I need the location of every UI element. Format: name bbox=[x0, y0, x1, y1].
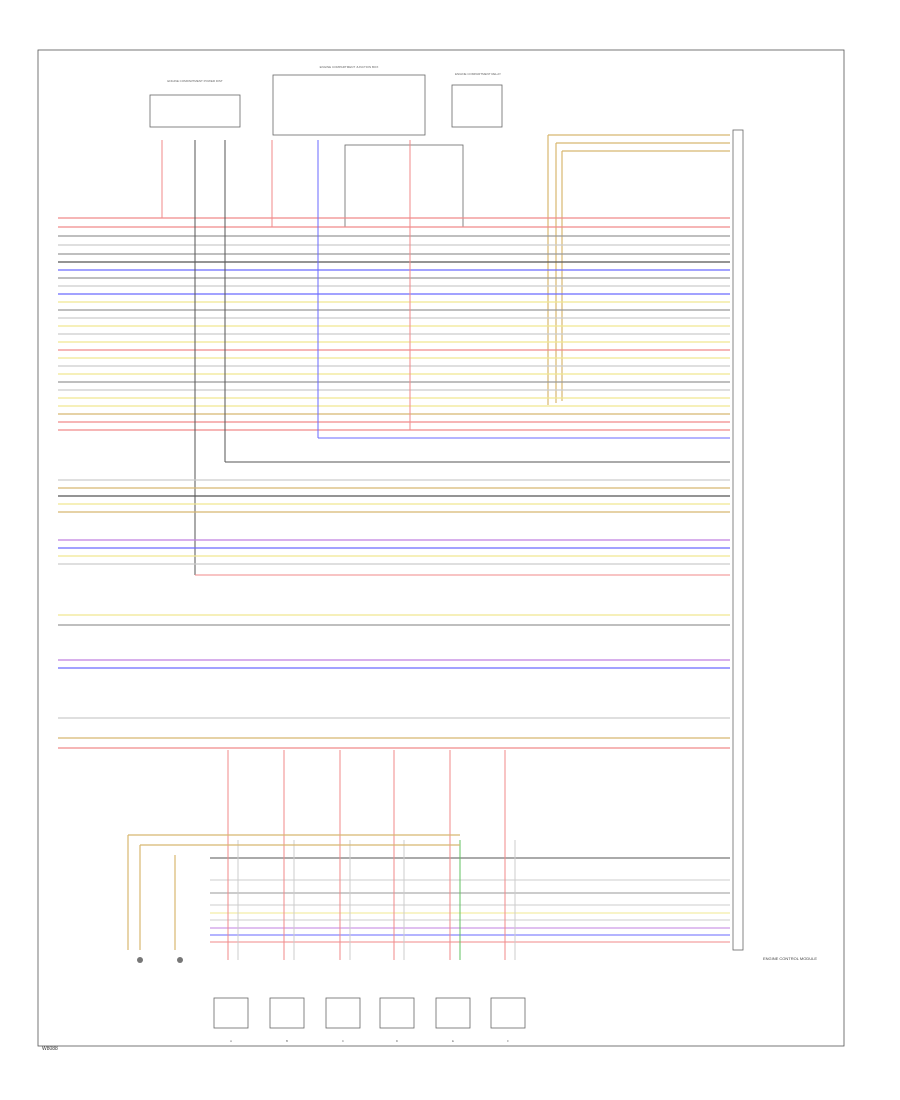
connector-label: C bbox=[342, 1039, 345, 1043]
top-middle-component: ENGINE COMPARTMENT JUNCTION BOX bbox=[272, 65, 464, 228]
wire-harness bbox=[58, 134, 730, 960]
top-right-component: ENGINE COMPARTMENT RELAY bbox=[451, 72, 503, 128]
ecm-connector-strip bbox=[732, 129, 744, 951]
junction-box-label: ENGINE COMPARTMENT JUNCTION BOX bbox=[320, 65, 379, 69]
diagram-border bbox=[37, 49, 845, 1047]
top-left-component: ENGINE COMPARTMENT POWER DIST bbox=[149, 79, 241, 128]
power-dist-label: ENGINE COMPARTMENT POWER DIST bbox=[167, 79, 223, 83]
ignition-coil-box bbox=[435, 997, 471, 1029]
junction-sub-box bbox=[344, 144, 464, 228]
bottom-components: A B C D E F bbox=[137, 957, 526, 1043]
ecm-label: ENGINE CONTROL MODULE bbox=[763, 956, 817, 961]
power-dist-box bbox=[149, 94, 241, 128]
connector-label: B bbox=[286, 1039, 288, 1043]
ignition-coil-box bbox=[325, 997, 361, 1029]
knock-sensor bbox=[177, 957, 183, 963]
connector-label: E bbox=[452, 1039, 454, 1043]
ignition-coil-box bbox=[213, 997, 249, 1029]
ignition-coil-box bbox=[269, 997, 305, 1029]
connector-label: D bbox=[396, 1039, 399, 1043]
connector-label: F bbox=[507, 1039, 509, 1043]
connector-label: A bbox=[230, 1039, 232, 1043]
ignition-coil-box bbox=[379, 997, 415, 1029]
relay-box bbox=[451, 84, 503, 128]
knock-sensor bbox=[137, 957, 143, 963]
junction-box bbox=[272, 74, 426, 136]
footer-code: W8088 bbox=[42, 1046, 58, 1052]
ignition-coil-box bbox=[490, 997, 526, 1029]
relay-label: ENGINE COMPARTMENT RELAY bbox=[455, 72, 501, 76]
